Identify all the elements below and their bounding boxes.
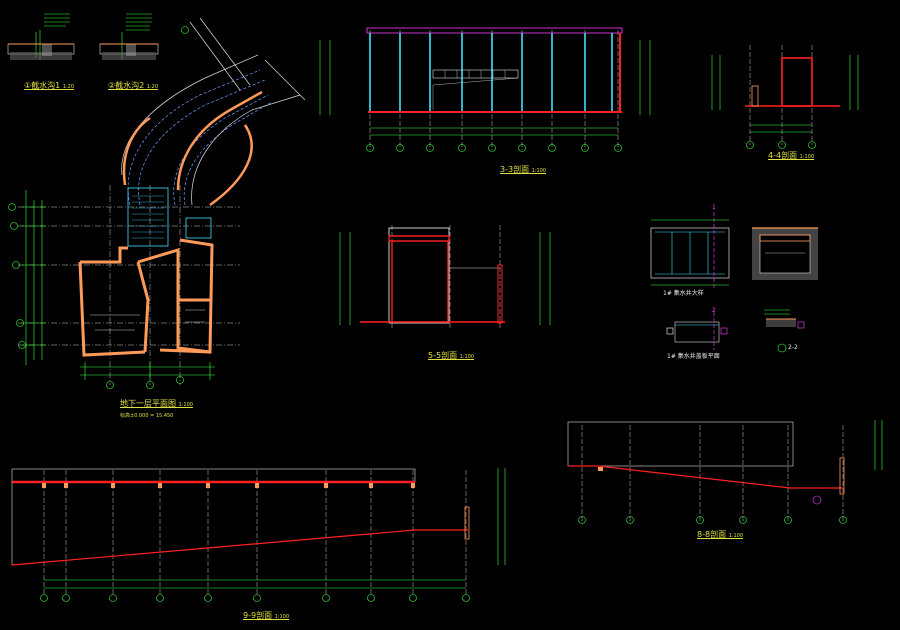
sump-plan-drawing bbox=[650, 212, 730, 290]
sump-cover-drawing bbox=[666, 312, 728, 350]
section-4-4-title: 4-4剖面 1:100 bbox=[768, 151, 815, 160]
detail-2-drawing bbox=[99, 13, 159, 60]
detail-2-2-drawing bbox=[764, 309, 805, 353]
section-9-9-drawing bbox=[11, 468, 506, 602]
detail-1-drawing bbox=[7, 13, 75, 60]
plan-elevation-note: 标高±0.000 = 15.450 bbox=[120, 413, 174, 419]
detail-1-title: ①截水沟1 1:20 bbox=[24, 81, 75, 90]
section-3-3-drawing bbox=[319, 27, 651, 152]
section-8-8-drawing bbox=[567, 420, 883, 524]
section-mark-1: 1 bbox=[712, 204, 716, 211]
detail-2-title: ②截水沟2 1:20 bbox=[108, 81, 159, 90]
detail-2-2-title: 2-2 bbox=[788, 344, 798, 351]
section-3-3-title: 3-3剖面 1:100 bbox=[500, 165, 547, 174]
section-5-5-title: 5-5剖面 1:100 bbox=[428, 351, 475, 360]
basement-plan-drawing bbox=[8, 17, 306, 389]
section-mark-2: 2 bbox=[712, 307, 716, 314]
sump-cover-title: 1# 集水井盖板平面 bbox=[667, 353, 720, 360]
section-9-9-title: 9-9剖面 1:100 bbox=[243, 611, 290, 620]
section-4-4-drawing bbox=[711, 45, 859, 149]
section-5-5-drawing bbox=[339, 225, 551, 330]
plan-title: 地下一层平面图 1:100 bbox=[120, 399, 193, 408]
section-8-8-title: 8-8剖面 1:100 bbox=[697, 530, 744, 539]
sump-plan-title: 1# 集水井大样 bbox=[663, 290, 704, 297]
sump-1-1-drawing bbox=[752, 227, 818, 280]
